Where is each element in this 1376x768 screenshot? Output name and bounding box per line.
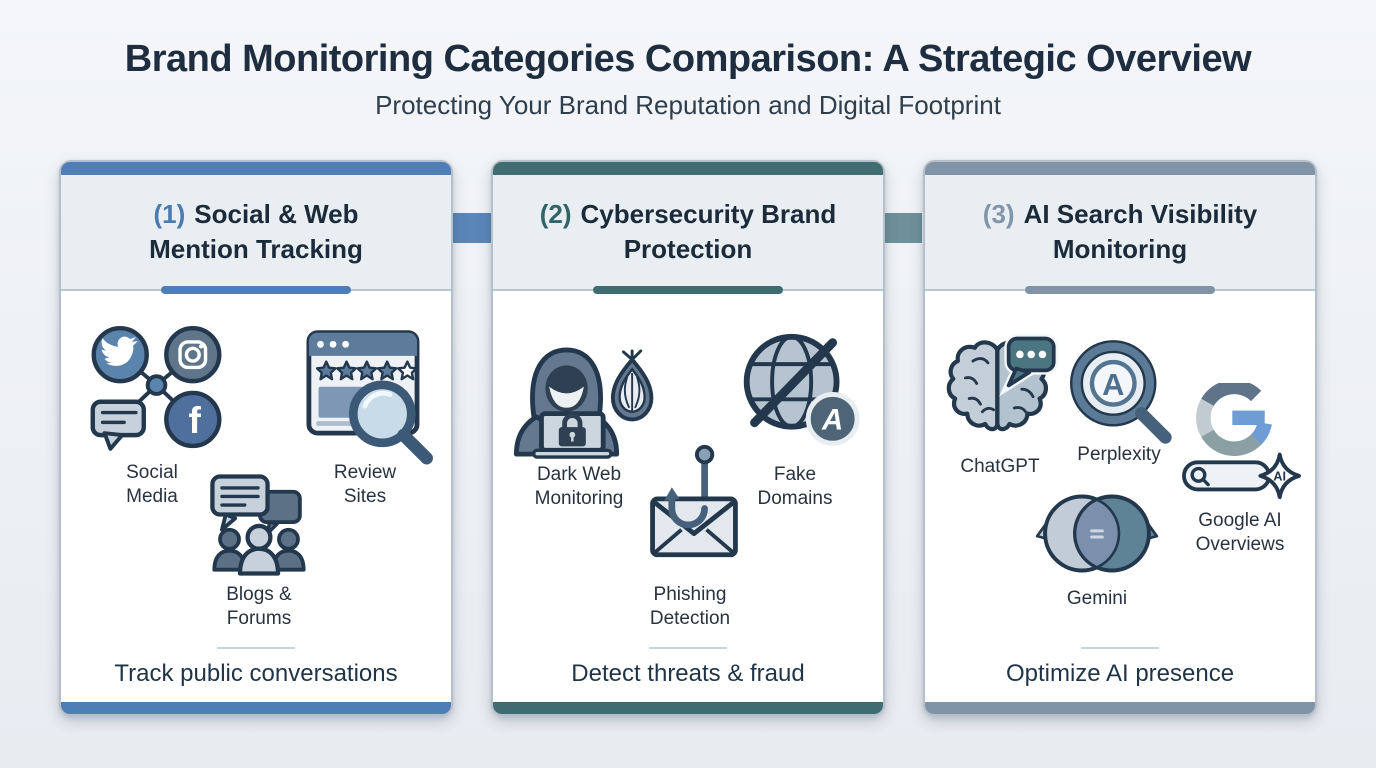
label-gemini: Gemini (1066, 588, 1128, 609)
card3-accent-underline (1025, 286, 1215, 294)
card3-divider (1081, 647, 1159, 649)
card2-accent-underline (593, 286, 783, 294)
label-fake-domains: Fake Domains (757, 464, 833, 510)
card2-number: (2) (539, 198, 572, 229)
label-phishing-detection: Phishing Detection (649, 584, 731, 630)
card2-body: A Dark Web Monitoring Fake Domains Phish… (493, 291, 883, 702)
svg-text:A: A (821, 404, 843, 437)
card2-title: (2) Cybersecurity Brand Protection (537, 197, 839, 267)
card3-top-accent-bar (925, 162, 1315, 175)
phishing-detection-icon (641, 439, 747, 579)
svg-text:f: f (189, 399, 202, 441)
card1-divider (217, 647, 295, 649)
fake-domains-icon: A (731, 327, 863, 454)
card3-title: (3) AI Search Visibility Monitoring (969, 197, 1271, 267)
card2-title-text: Cybersecurity Brand Protection (580, 198, 837, 264)
card3-number: (3) (982, 198, 1015, 229)
card2-bottom-accent-bar (493, 702, 883, 714)
perplexity-magnifier-icon: A (1063, 335, 1177, 449)
google-ai-overviews-icon: AI (1181, 379, 1303, 501)
dark-web-monitoring-icon (499, 319, 663, 459)
card3-title-text: AI Search Visibility Monitoring (1023, 198, 1258, 264)
chatgpt-brain-icon (941, 331, 1065, 453)
card1-footer: Track public conversations (114, 660, 398, 687)
card-ai-search-visibility-monitoring: (3) AI Search Visibility Monitoring (923, 160, 1317, 716)
card2-header: (2) Cybersecurity Brand Protection (493, 175, 883, 294)
card-cybersecurity-brand-protection: (2) Cybersecurity Brand Protection (491, 160, 885, 716)
label-chatgpt: ChatGPT (960, 456, 1040, 477)
label-google-ai-overviews: Google AI Overviews (1195, 510, 1285, 556)
card1-body: f (61, 291, 451, 702)
social-network-icon: f (81, 321, 233, 459)
page-subtitle: Protecting Your Brand Reputation and Dig… (375, 90, 1001, 120)
card3-header: (3) AI Search Visibility Monitoring (925, 175, 1315, 294)
connector-card1-card2 (453, 213, 491, 243)
card1-title-text: Social & Web Mention Tracking (149, 198, 363, 264)
card1-title: (1)Social & Web Mention Tracking (105, 197, 407, 267)
card-social-web-mention-tracking: (1)Social & Web Mention Tracking (59, 160, 453, 716)
page-title: Brand Monitoring Categories Comparison: … (124, 38, 1252, 80)
card2-top-accent-bar (493, 162, 883, 175)
card1-number: (1) (153, 198, 186, 229)
label-blogs-forums: Blogs & Forums (226, 584, 292, 630)
connector-card2-card3 (884, 213, 922, 243)
gemini-profiles-icon (1031, 485, 1163, 582)
label-social-media: Social Media (126, 462, 178, 508)
card3-footer: Optimize AI presence (1005, 660, 1235, 687)
label-perplexity: Perplexity (1077, 444, 1161, 465)
card2-footer: Detect threats & fraud (571, 660, 805, 687)
card1-accent-underline (161, 286, 351, 294)
label-dark-web-monitoring: Dark Web Monitoring (534, 464, 624, 510)
label-review-sites: Review Sites (333, 462, 397, 508)
card2-divider (649, 647, 727, 649)
card1-top-accent-bar (61, 162, 451, 175)
review-sites-icon (301, 325, 451, 465)
card3-body: A AI (925, 291, 1315, 702)
svg-text:A: A (1102, 367, 1124, 402)
card3-bottom-accent-bar (925, 702, 1315, 714)
svg-text:AI: AI (1273, 470, 1286, 484)
card1-header: (1)Social & Web Mention Tracking (61, 175, 451, 294)
card1-bottom-accent-bar (61, 702, 451, 714)
blogs-forums-icon (197, 467, 321, 583)
